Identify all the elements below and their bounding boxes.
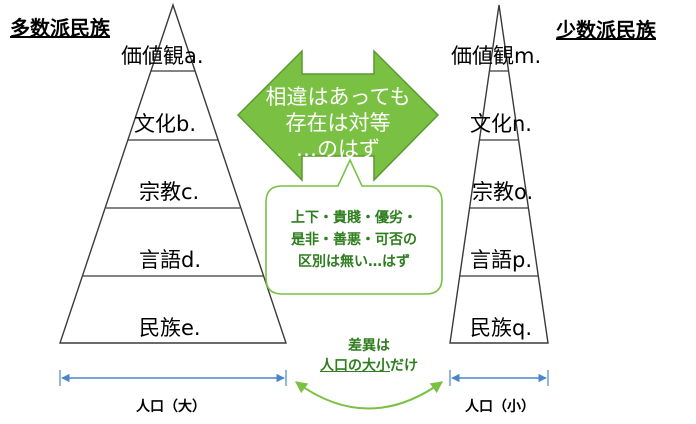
difference-arc: [295, 381, 443, 410]
arrow-text-line3: …のはず: [296, 137, 380, 161]
difference-emphasis: 人口の大小: [320, 358, 390, 374]
majority-pyramid: [59, 2, 287, 344]
arrow-text-line2: 存在は対等: [285, 111, 391, 135]
difference-suffix: だけ: [390, 358, 418, 374]
minority-level-values: 価値観m.: [451, 44, 542, 68]
arrow-text: 相違はあっても 存在は対等 …のはず: [248, 84, 428, 162]
callout-line3: 区別は無い…はず: [298, 254, 410, 270]
callout-text: 上下・貴賤・優劣・ 是非・善悪・可否の 区別は無い…はず: [269, 207, 439, 273]
majority-width-indicator: [59, 370, 287, 386]
majority-level-religion: 宗教c.: [139, 180, 200, 204]
majority-level-values: 価値観a.: [121, 44, 204, 68]
callout-line2: 是非・善悪・可否の: [291, 232, 417, 248]
majority-level-ethnicity: 民族e.: [139, 316, 201, 340]
majority-title: 多数派民族: [10, 16, 110, 40]
majority-triangle: [59, 2, 287, 344]
arrow-text-line1: 相違はあっても: [265, 85, 411, 109]
minority-population-label: 人口（小）: [465, 399, 535, 415]
minority-title: 少数派民族: [556, 18, 656, 42]
double-arrow: [236, 49, 440, 182]
minority-level-ethnicity: 民族q.: [470, 316, 533, 340]
majority-population-label: 人口（大）: [136, 399, 206, 415]
minority-level-culture: 文化n.: [470, 112, 532, 136]
minority-pyramid: [449, 4, 549, 344]
minority-width-indicator: [449, 370, 549, 386]
minority-level-language: 言語p.: [470, 248, 533, 272]
majority-level-language: 言語d.: [139, 248, 202, 272]
callout-line1: 上下・貴賤・優劣・: [291, 210, 417, 226]
majority-level-culture: 文化b.: [134, 112, 197, 136]
difference-text: 差異は 人口の大小だけ: [294, 336, 444, 376]
callout-bubble: [265, 158, 443, 295]
minority-triangle: [449, 4, 549, 344]
difference-line1: 差異は: [348, 338, 390, 354]
minority-level-religion: 宗教o.: [472, 180, 534, 204]
